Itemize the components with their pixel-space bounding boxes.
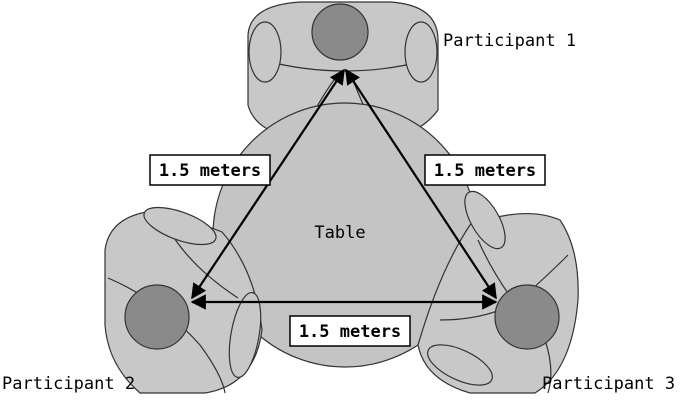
distance-label-bottom: 1.5 meters [289,315,411,347]
participant-2-label: Participant 2 [2,374,135,394]
participant-1-right-arm [404,21,438,83]
participant-3-head [494,284,560,350]
participant-3-lower-arm [427,344,493,386]
participant-2-head [124,284,190,350]
participant-1-left-arm [248,21,282,83]
distance-text-right: 1.5 meters [434,161,536,181]
participant-3-label: Participant 3 [542,374,675,394]
table-label: Table [314,223,365,243]
distance-text-left: 1.5 meters [159,161,261,181]
distance-label-right: 1.5 meters [424,154,546,186]
arrow-p1-p3 [345,68,497,300]
distance-text-bottom: 1.5 meters [299,322,401,342]
participant-1-label: Participant 1 [443,31,576,51]
distance-label-left: 1.5 meters [149,154,271,186]
participant-1-head [311,3,369,61]
